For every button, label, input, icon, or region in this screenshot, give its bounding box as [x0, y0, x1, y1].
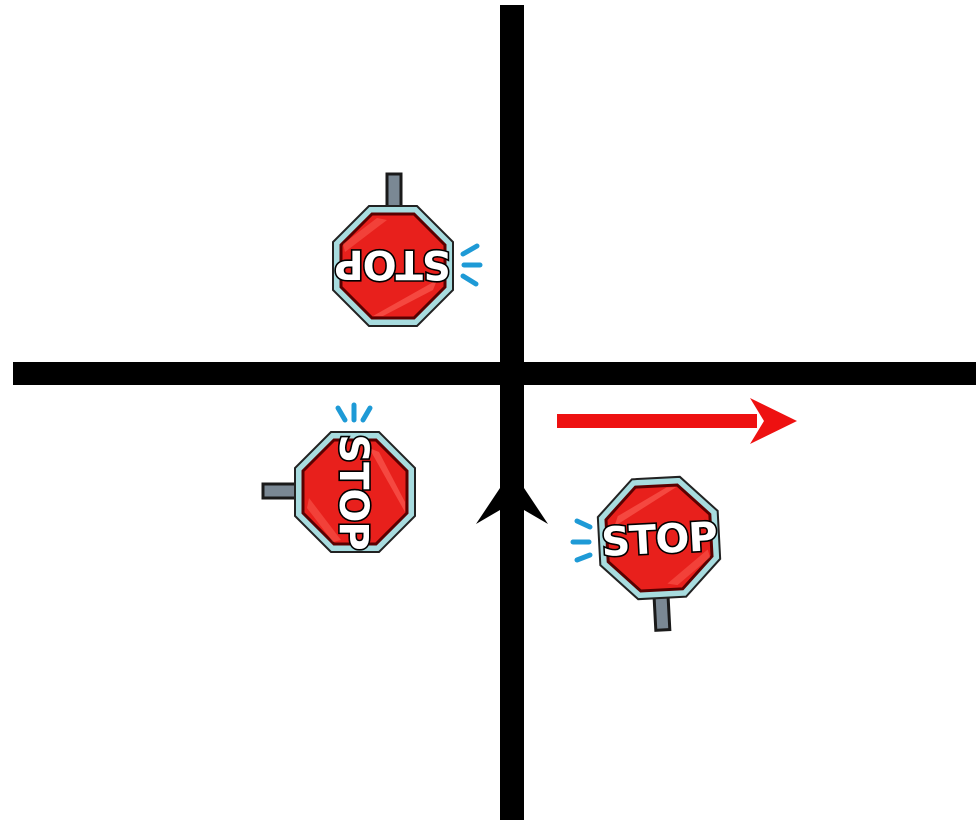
horizontal-road	[13, 362, 976, 385]
vertical-road	[500, 5, 524, 820]
red-arrow-icon	[557, 398, 797, 444]
stop-sign-north: STOP	[333, 174, 453, 326]
stop-sign-south-label: STOP	[600, 514, 718, 566]
motion-marks-icon	[573, 521, 590, 560]
stop-sign-west: STOP	[263, 432, 415, 552]
motion-marks-icon	[463, 246, 480, 284]
stop-sign-south: STOP	[596, 475, 724, 633]
stop-sign-west-label: STOP	[330, 434, 376, 549]
motion-marks-icon	[338, 405, 370, 420]
stop-sign-north-label: STOP	[335, 241, 450, 287]
